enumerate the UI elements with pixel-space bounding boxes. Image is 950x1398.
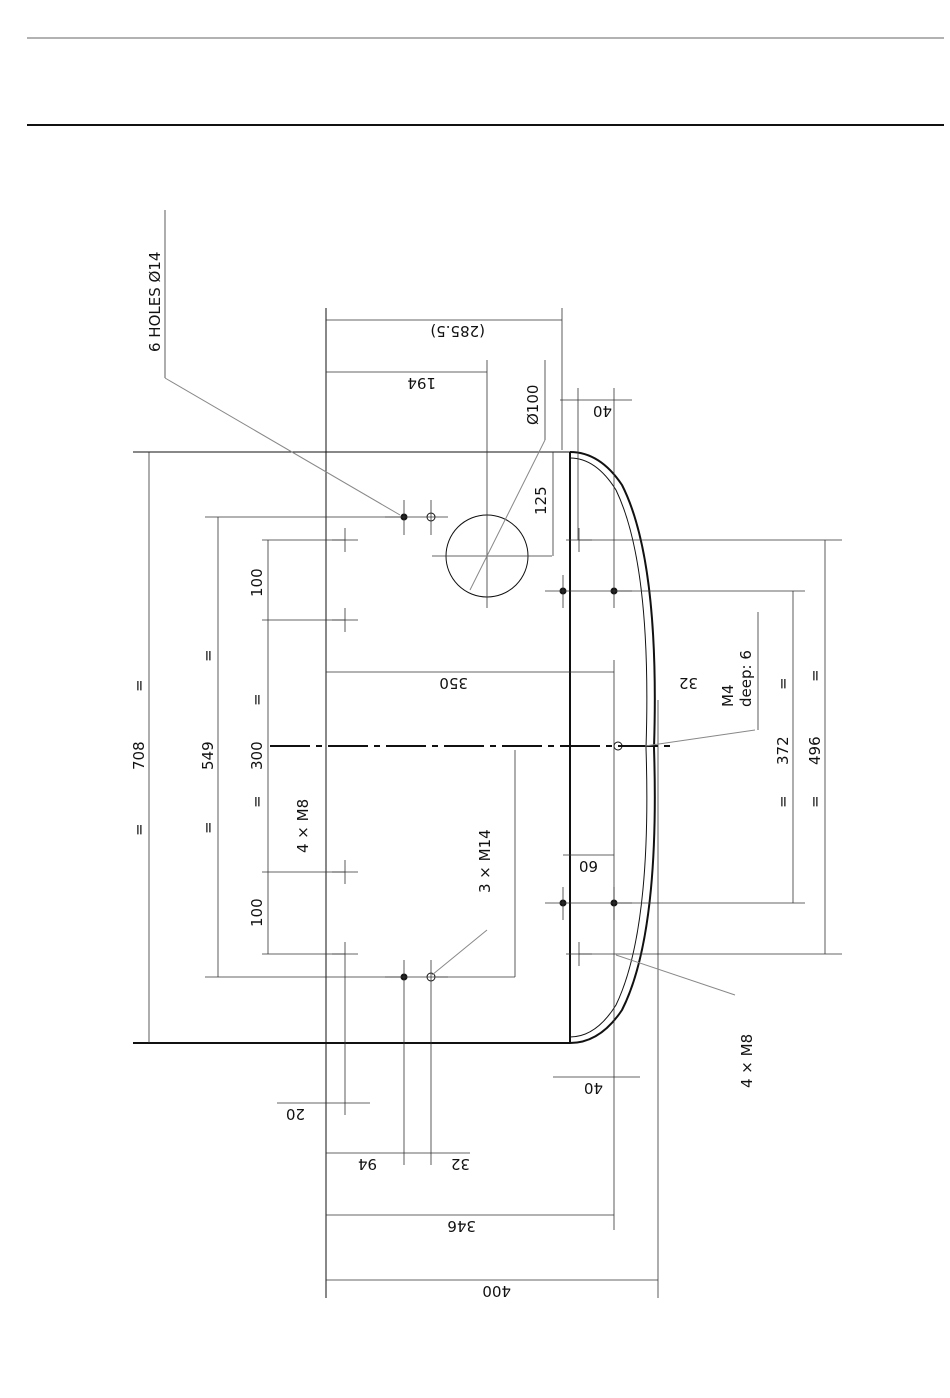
dim-285: (285.5) [430,322,485,340]
svg-text:=: = [806,669,824,682]
svg-text:=: = [199,649,217,662]
m14-label: 3 × M14 [476,829,494,893]
part-outline [133,308,655,1298]
pipe-opening [432,505,552,608]
svg-text:=: = [248,795,266,808]
dim-300: 300 [248,741,266,770]
dim-372: 372 [774,736,792,765]
equality-marks: = = = = = = = = = = [130,649,824,836]
dim-194: 194 [407,374,436,392]
holes-callout: 6 HOLES Ø14 [146,252,164,352]
dim-125: 125 [532,486,550,515]
dim-350: 350 [439,674,468,692]
svg-text:=: = [774,677,792,690]
svg-text:=: = [248,693,266,706]
svg-text:=: = [130,823,148,836]
dim-100-bottom: 100 [248,898,266,927]
dim-708: 708 [130,741,148,770]
pipe-dia-label: Ø100 [524,385,542,425]
m8-left-label: 4 × M8 [294,799,312,853]
dim-496: 496 [806,736,824,765]
dim-549: 549 [199,741,217,770]
svg-text:=: = [774,795,792,808]
dim-32-right: 32 [679,674,698,692]
svg-text:=: = [806,795,824,808]
dim-20: 20 [286,1105,305,1123]
dim-94: 94 [358,1155,377,1173]
m4-label: M4 [719,685,737,708]
dims-top [277,308,658,1298]
holes [332,500,632,995]
dim-32-bottom: 32 [451,1155,470,1173]
m8-right-label: 4 × M8 [738,1034,756,1088]
deep-label: deep: 6 [737,650,755,707]
dim-400: 400 [482,1282,511,1300]
dim-60: 60 [579,857,598,875]
dim-346: 346 [447,1217,476,1235]
svg-text:=: = [199,821,217,834]
dim-40-top: 40 [593,402,612,420]
dim-40-bottom: 40 [584,1079,603,1097]
svg-text:=: = [130,679,148,692]
dim-100-top: 100 [248,568,266,597]
